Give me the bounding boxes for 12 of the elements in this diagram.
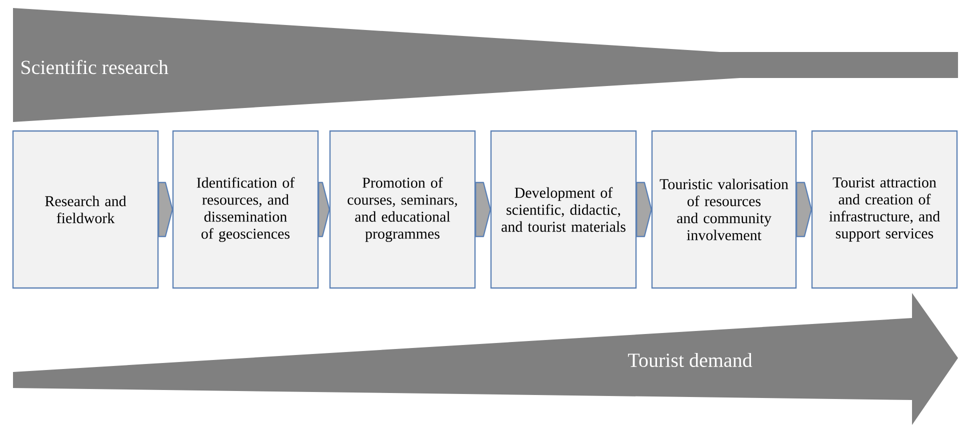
chevron-arrow <box>318 182 330 238</box>
process-box: Touristic valorisation of resources and community involvement <box>651 130 797 289</box>
chevron-arrow <box>796 182 812 238</box>
process-box: Identification of resources, and dissemination of geosciences <box>172 130 319 289</box>
process-box: Tourist attraction and creation of infrastructure, and support services <box>811 130 958 289</box>
chevron-arrow <box>636 182 652 238</box>
process-box: Research and fieldwork <box>12 130 159 289</box>
process-box: Promotion of courses, seminars, and educational programmes <box>329 130 476 289</box>
chevron-arrow <box>158 182 173 238</box>
research-band: Scientific research <box>13 8 958 122</box>
process-box: Development of scientific, didactic, and tourist materials <box>490 130 637 289</box>
chevron-arrow <box>475 182 491 238</box>
